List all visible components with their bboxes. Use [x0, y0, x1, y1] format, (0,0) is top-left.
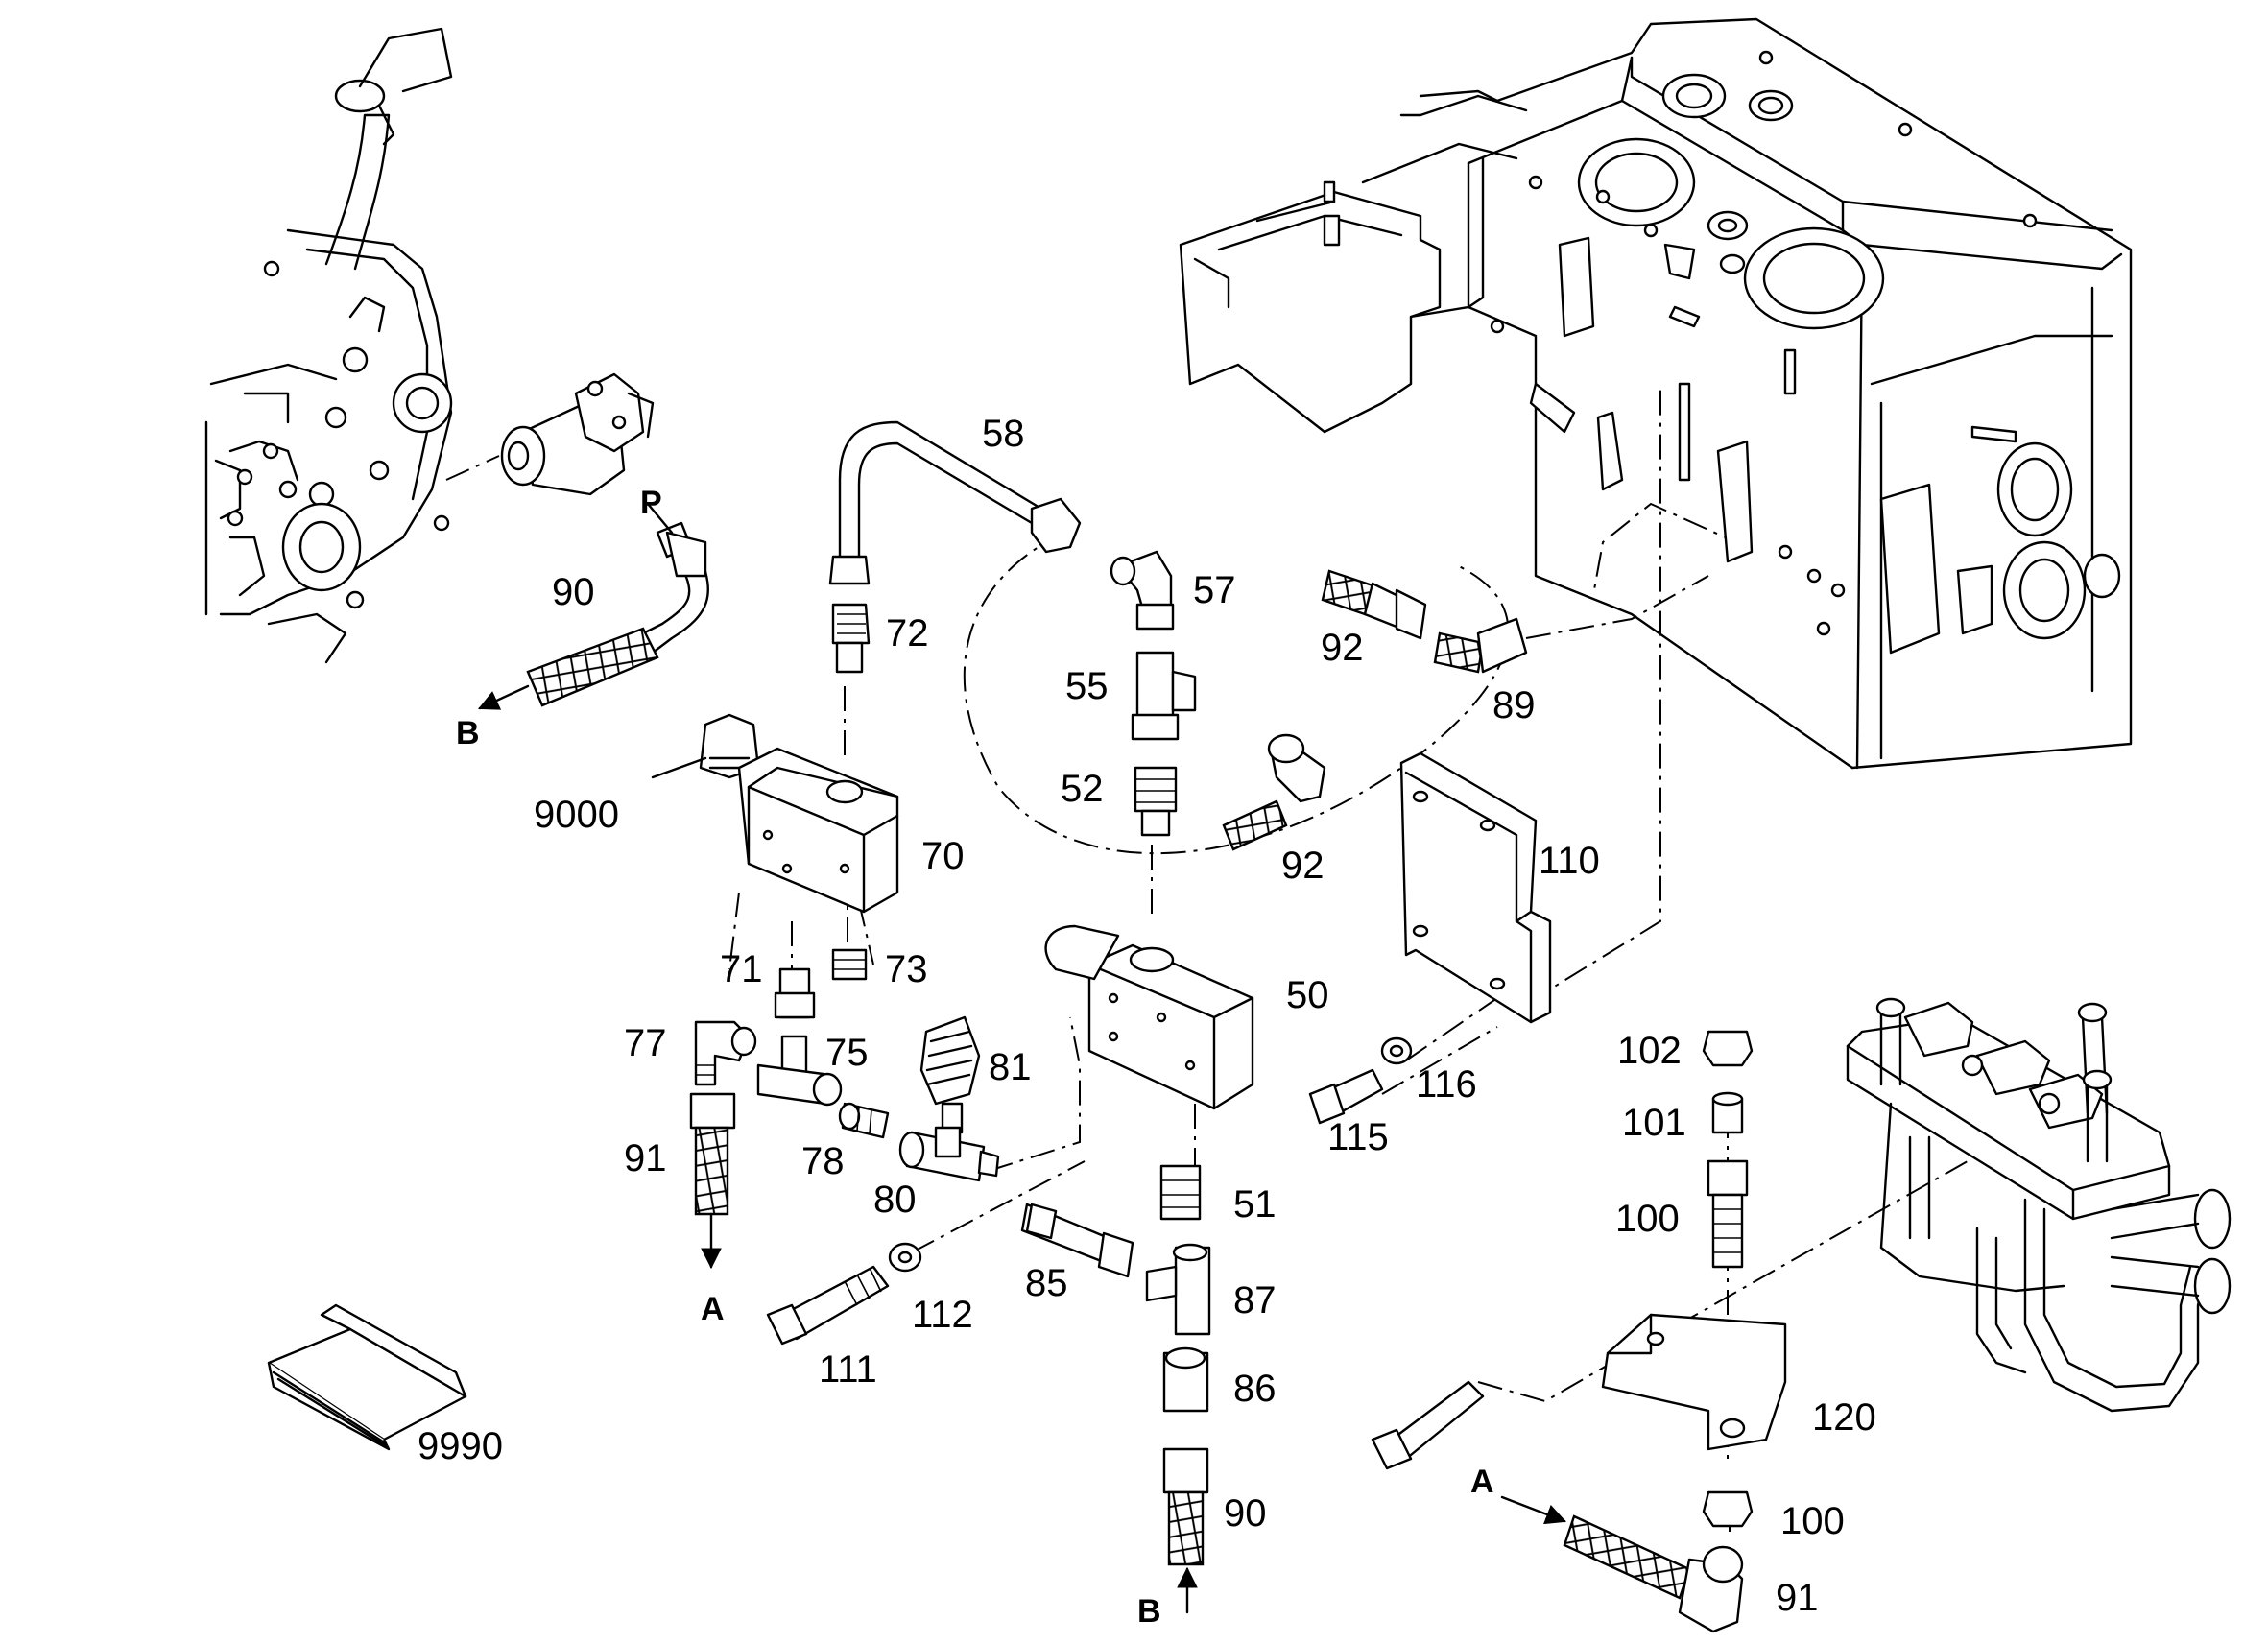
label-70: 70	[921, 835, 965, 877]
label-75: 75	[825, 1032, 869, 1074]
label-9000: 9000	[534, 794, 619, 836]
label-78: 78	[801, 1140, 845, 1182]
fitting-77	[694, 1020, 757, 1086]
label-116: 116	[1416, 1063, 1477, 1106]
hydraulic-pump	[500, 372, 655, 496]
valve-block-70	[737, 747, 899, 914]
chassis-frame	[1179, 17, 2133, 770]
hose-90-upper	[526, 521, 709, 707]
hose-92-lower	[1222, 733, 1326, 851]
label-90-lower: 90	[1224, 1492, 1267, 1535]
label-51: 51	[1233, 1183, 1277, 1226]
label-81: 81	[989, 1046, 1032, 1088]
fitting-57	[1110, 550, 1175, 631]
label-120: 120	[1812, 1396, 1876, 1439]
bolt-115	[1308, 1068, 1384, 1125]
plate-110	[1399, 751, 1552, 1024]
fitting-75	[756, 1035, 843, 1107]
label-89: 89	[1492, 684, 1536, 727]
control-block-assembly	[1846, 997, 2232, 1413]
label-50: 50	[1286, 974, 1329, 1016]
label-115: 115	[1327, 1116, 1389, 1158]
fitting-78	[838, 1102, 890, 1139]
hose-90-lower	[1162, 1447, 1209, 1566]
fitting-89	[1433, 617, 1528, 674]
label-111: 111	[819, 1348, 877, 1391]
label-72: 72	[886, 612, 929, 655]
engine-assembly	[204, 27, 453, 664]
pipe-58	[828, 420, 1082, 585]
washer-116	[1380, 1036, 1413, 1065]
label-77: 77	[624, 1022, 667, 1064]
label-52: 52	[1061, 768, 1104, 810]
fitting-52	[1134, 766, 1178, 837]
valve-block-50	[1044, 924, 1254, 1110]
nut-100-lower	[1702, 1490, 1754, 1528]
fitting-51	[1159, 1164, 1202, 1221]
label-91-left: 91	[624, 1137, 667, 1179]
label-112: 112	[912, 1294, 973, 1336]
part-number-labels: 58 57 72 55 52 92 89 92 90 9000 70 110 5…	[418, 413, 1876, 1619]
label-100-upper: 100	[1615, 1198, 1680, 1240]
fitting-72	[831, 603, 871, 674]
label-80: 80	[873, 1179, 917, 1221]
label-102: 102	[1617, 1030, 1682, 1072]
label-55: 55	[1065, 665, 1109, 707]
label-92-lower: 92	[1281, 845, 1325, 887]
label-90-upper: 90	[552, 571, 595, 613]
fitting-87	[1145, 1243, 1211, 1336]
label-100-lower: 100	[1780, 1500, 1845, 1542]
marker-b-bottom: B	[1137, 1593, 1161, 1630]
fitting-80	[898, 1126, 1000, 1182]
fitting-101	[1711, 1091, 1744, 1134]
label-92-upper: 92	[1321, 627, 1364, 669]
plug-73	[831, 948, 868, 981]
fittings	[526, 521, 1787, 1633]
valve-81	[919, 1015, 981, 1134]
label-9990: 9990	[418, 1425, 503, 1467]
label-87: 87	[1233, 1279, 1277, 1322]
leader-lines	[646, 502, 707, 779]
hose-91-left	[689, 1092, 736, 1216]
marker-b-top: B	[456, 715, 480, 751]
label-85: 85	[1025, 1262, 1068, 1304]
fitting-71	[774, 967, 816, 1019]
label-101: 101	[1622, 1102, 1686, 1144]
marker-a-left: A	[701, 1291, 725, 1327]
fitting-100-upper	[1707, 1159, 1749, 1269]
bracket-120	[1601, 1313, 1787, 1451]
port-markers: P B A B A	[456, 485, 1494, 1630]
fitting-86	[1162, 1346, 1209, 1413]
label-71: 71	[720, 948, 763, 990]
nut-102	[1702, 1030, 1754, 1067]
marker-a-right: A	[1470, 1464, 1494, 1500]
label-110: 110	[1539, 840, 1600, 882]
fitting-55	[1131, 651, 1197, 741]
label-58: 58	[982, 413, 1025, 455]
label-73: 73	[885, 948, 928, 990]
flow-arrows	[478, 684, 1567, 1614]
label-91-right: 91	[1776, 1577, 1819, 1619]
marker-p: P	[640, 485, 662, 521]
label-86: 86	[1233, 1368, 1277, 1410]
bolt-85	[1020, 1203, 1134, 1278]
label-57: 57	[1193, 569, 1236, 611]
manual-book-icon	[267, 1303, 467, 1451]
hose-91-right	[1563, 1514, 1744, 1633]
bolt-111	[766, 1265, 890, 1346]
washer-112	[888, 1242, 922, 1273]
bolt-120	[1371, 1380, 1485, 1470]
hose-92-upper	[1321, 569, 1427, 640]
